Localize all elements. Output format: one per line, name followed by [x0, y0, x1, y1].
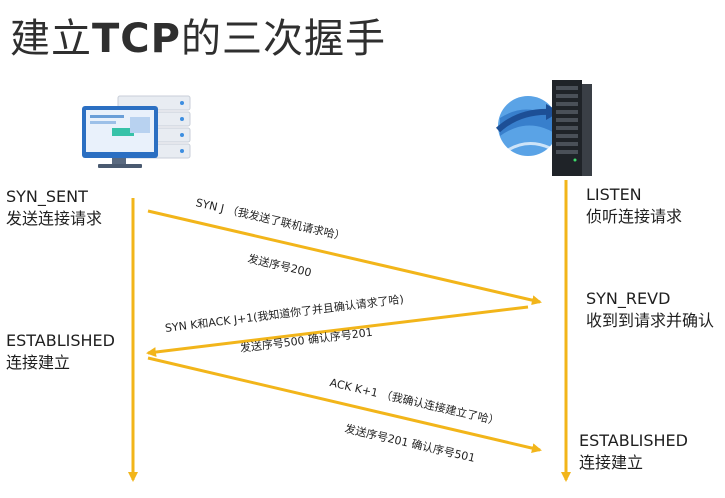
state-desc: 收到到请求并确认	[586, 310, 714, 332]
server-state-established: ESTABLISHED 连接建立	[579, 430, 688, 474]
computer-icon	[82, 96, 190, 168]
state-name: ESTABLISHED	[6, 330, 115, 352]
server-globe-icon	[498, 80, 592, 176]
server-state-syn-revd: SYN_REVD 收到到请求并确认	[586, 288, 714, 332]
client-state-established: ESTABLISHED 连接建立	[6, 330, 115, 374]
state-desc: 侦听连接请求	[586, 206, 682, 228]
state-name: LISTEN	[586, 184, 682, 206]
syn-arrow	[148, 211, 540, 302]
state-name: SYN_SENT	[6, 186, 102, 208]
state-desc: 连接建立	[579, 452, 688, 474]
state-desc: 发送连接请求	[6, 208, 102, 230]
client-state-syn-sent: SYN_SENT 发送连接请求	[6, 186, 102, 230]
state-name: ESTABLISHED	[579, 430, 688, 452]
state-desc: 连接建立	[6, 352, 115, 374]
server-state-listen: LISTEN 侦听连接请求	[586, 184, 682, 228]
state-name: SYN_REVD	[586, 288, 714, 310]
